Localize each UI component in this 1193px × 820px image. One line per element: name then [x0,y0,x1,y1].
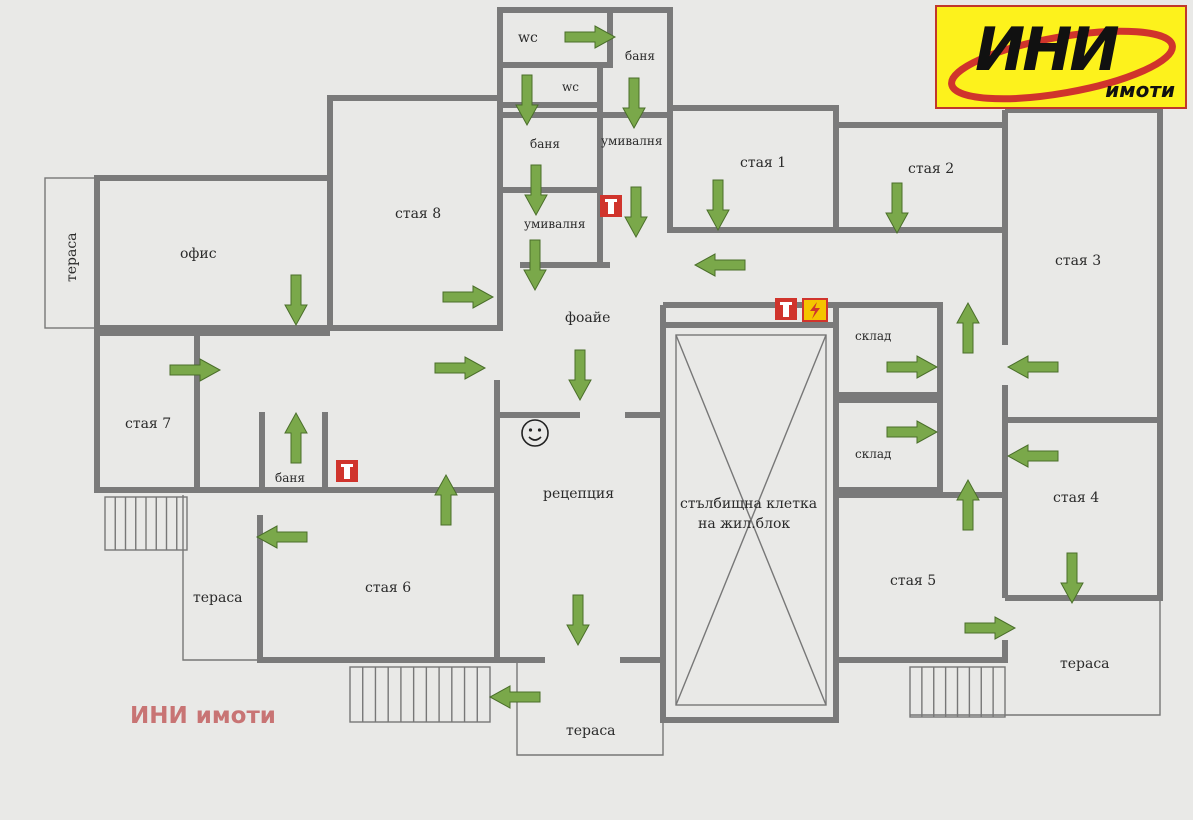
room-label-room-7: стая 7 [125,416,171,432]
exit-arrow-icon [284,274,308,326]
exit-arrow-icon [434,356,486,380]
stairwell-cross [675,334,827,706]
room-label-room-8: стая 8 [395,206,441,222]
exit-arrow-icon [284,412,308,464]
room-label-room-4: стая 4 [1053,490,1099,506]
exit-arrow-icon [964,616,1016,640]
exit-arrow-icon [1007,355,1059,379]
room-label-storage: склад [855,447,891,461]
room-label-terrace: тераса [193,590,243,606]
logo-subtitle: имоти [1105,78,1175,102]
room-label-room-1: стая 1 [740,155,786,171]
fire-extinguisher-icon [775,298,797,320]
company-logo: ИНИ имоти [935,5,1187,109]
exit-arrow-icon [489,685,541,709]
terrace-bottom-left [182,495,260,661]
room-label-storage: склад [855,329,891,343]
exit-arrow-icon [434,474,458,526]
room-label-washroom: умивалня [524,217,586,231]
exit-arrow-icon [694,253,746,277]
fire-extinguisher-icon [600,195,622,217]
exit-arrow-icon [885,182,909,234]
room-label-reception: рецепция [543,486,614,502]
room-label-foyer: фоайе [565,310,610,326]
stair-steps [104,496,1006,723]
reception-smiley-icon [521,419,549,447]
terrace-right [910,597,1161,716]
room-label-stairwell: на жил.блок [698,516,790,532]
exit-arrow-icon [622,77,646,129]
exit-arrow-icon [624,186,648,238]
stairs [349,666,491,723]
logo-swoosh [948,27,1176,103]
exit-arrow-icon [566,594,590,646]
room-label-bathroom: баня [530,137,560,151]
room-label-wc: wc [518,30,538,46]
terrace-bottom [516,660,664,756]
exit-arrow-icon [886,420,938,444]
room-label-wc: wc [562,80,579,94]
room-label-room-5: стая 5 [890,573,936,589]
room-label-room-6: стая 6 [365,580,411,596]
fire-extinguisher-icon [336,460,358,482]
logo-brand: ИНИ [975,15,1120,85]
room-label-washroom: умивалня [601,134,663,148]
exit-arrow-icon [1007,444,1059,468]
room-label-terrace: тераса [64,232,80,282]
watermark: ИНИ имоти [130,703,276,729]
room-label-office: офис [180,246,217,262]
room-label-room-2: стая 2 [908,161,954,177]
room-label-terrace: тераса [566,723,616,739]
room-label-bathroom: баня [275,471,305,485]
room-label-bathroom: баня [625,49,655,63]
evacuation-arrows [169,25,1084,709]
room-label-terrace: тераса [1060,656,1110,672]
exit-arrow-icon [956,479,980,531]
exit-arrow-icon [886,355,938,379]
electrical-hazard-icon [802,298,828,322]
exit-arrow-icon [568,349,592,401]
exit-arrow-icon [706,179,730,231]
room-label-room-3: стая 3 [1055,253,1101,269]
exit-arrow-icon [442,285,494,309]
exit-arrow-icon [956,302,980,354]
room-label-stairwell: стълбищна клетка [680,496,817,512]
exit-arrow-icon [256,525,308,549]
walls [94,7,1163,723]
